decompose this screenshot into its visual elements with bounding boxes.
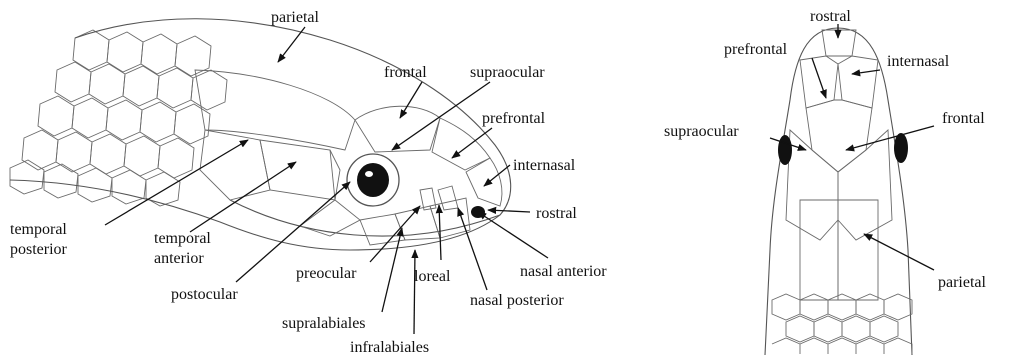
label-temporal-posterior-1: temporal bbox=[10, 221, 67, 238]
leader-top-parietal bbox=[864, 234, 934, 270]
label-top-frontal: frontal bbox=[942, 110, 985, 127]
side-head-shields bbox=[195, 70, 502, 245]
leader-loreal bbox=[439, 205, 441, 260]
label-preocular: preocular bbox=[296, 265, 357, 282]
label-temporal-anterior-1: temporal bbox=[154, 230, 211, 247]
side-view-labels: parietal frontal supraocular prefrontal … bbox=[10, 9, 607, 356]
label-parietal: parietal bbox=[271, 9, 320, 26]
leader-parietal bbox=[278, 27, 305, 62]
label-internasal: internasal bbox=[513, 157, 576, 174]
leader-top-frontal bbox=[846, 126, 934, 150]
label-loreal: loreal bbox=[414, 268, 451, 285]
top-nape-scales bbox=[772, 294, 912, 354]
leader-infralabiales bbox=[414, 250, 415, 334]
label-temporal-posterior-2: posterior bbox=[10, 241, 68, 258]
label-supraocular: supraocular bbox=[470, 64, 545, 81]
label-top-internasal: internasal bbox=[887, 53, 950, 70]
label-top-prefrontal: prefrontal bbox=[724, 41, 788, 58]
top-eye-left bbox=[778, 135, 792, 165]
leader-internasal bbox=[484, 165, 510, 186]
leader-top-internasal bbox=[852, 70, 880, 74]
label-rostral: rostral bbox=[536, 205, 577, 222]
leader-temporal-posterior bbox=[105, 140, 248, 225]
top-eye-right bbox=[894, 133, 908, 163]
label-top-parietal: parietal bbox=[938, 274, 987, 291]
label-frontal: frontal bbox=[384, 64, 427, 81]
label-supralabiales: supralabiales bbox=[282, 315, 366, 332]
neck-scales bbox=[10, 30, 227, 206]
side-eye-pupil bbox=[357, 163, 389, 197]
label-postocular: postocular bbox=[171, 286, 238, 303]
leader-top-prefrontal bbox=[812, 58, 826, 98]
label-top-supraocular: supraocular bbox=[664, 123, 739, 140]
label-infralabiales: infralabiales bbox=[350, 339, 429, 356]
leader-supralabiales bbox=[382, 228, 402, 312]
label-temporal-anterior-2: anterior bbox=[154, 250, 204, 267]
leader-frontal bbox=[400, 82, 422, 118]
top-view-head bbox=[765, 28, 912, 355]
leader-rostral bbox=[488, 210, 530, 212]
leader-nasal-posterior bbox=[458, 208, 487, 290]
side-eye-highlight bbox=[365, 171, 373, 177]
label-nasal-anterior: nasal anterior bbox=[520, 263, 607, 280]
label-nasal-posterior: nasal posterior bbox=[470, 292, 564, 309]
side-view-head bbox=[10, 19, 511, 250]
leader-prefrontal bbox=[452, 128, 492, 158]
label-top-rostral: rostral bbox=[810, 8, 851, 25]
label-prefrontal: prefrontal bbox=[482, 110, 546, 127]
leader-temporal-anterior bbox=[190, 162, 296, 232]
